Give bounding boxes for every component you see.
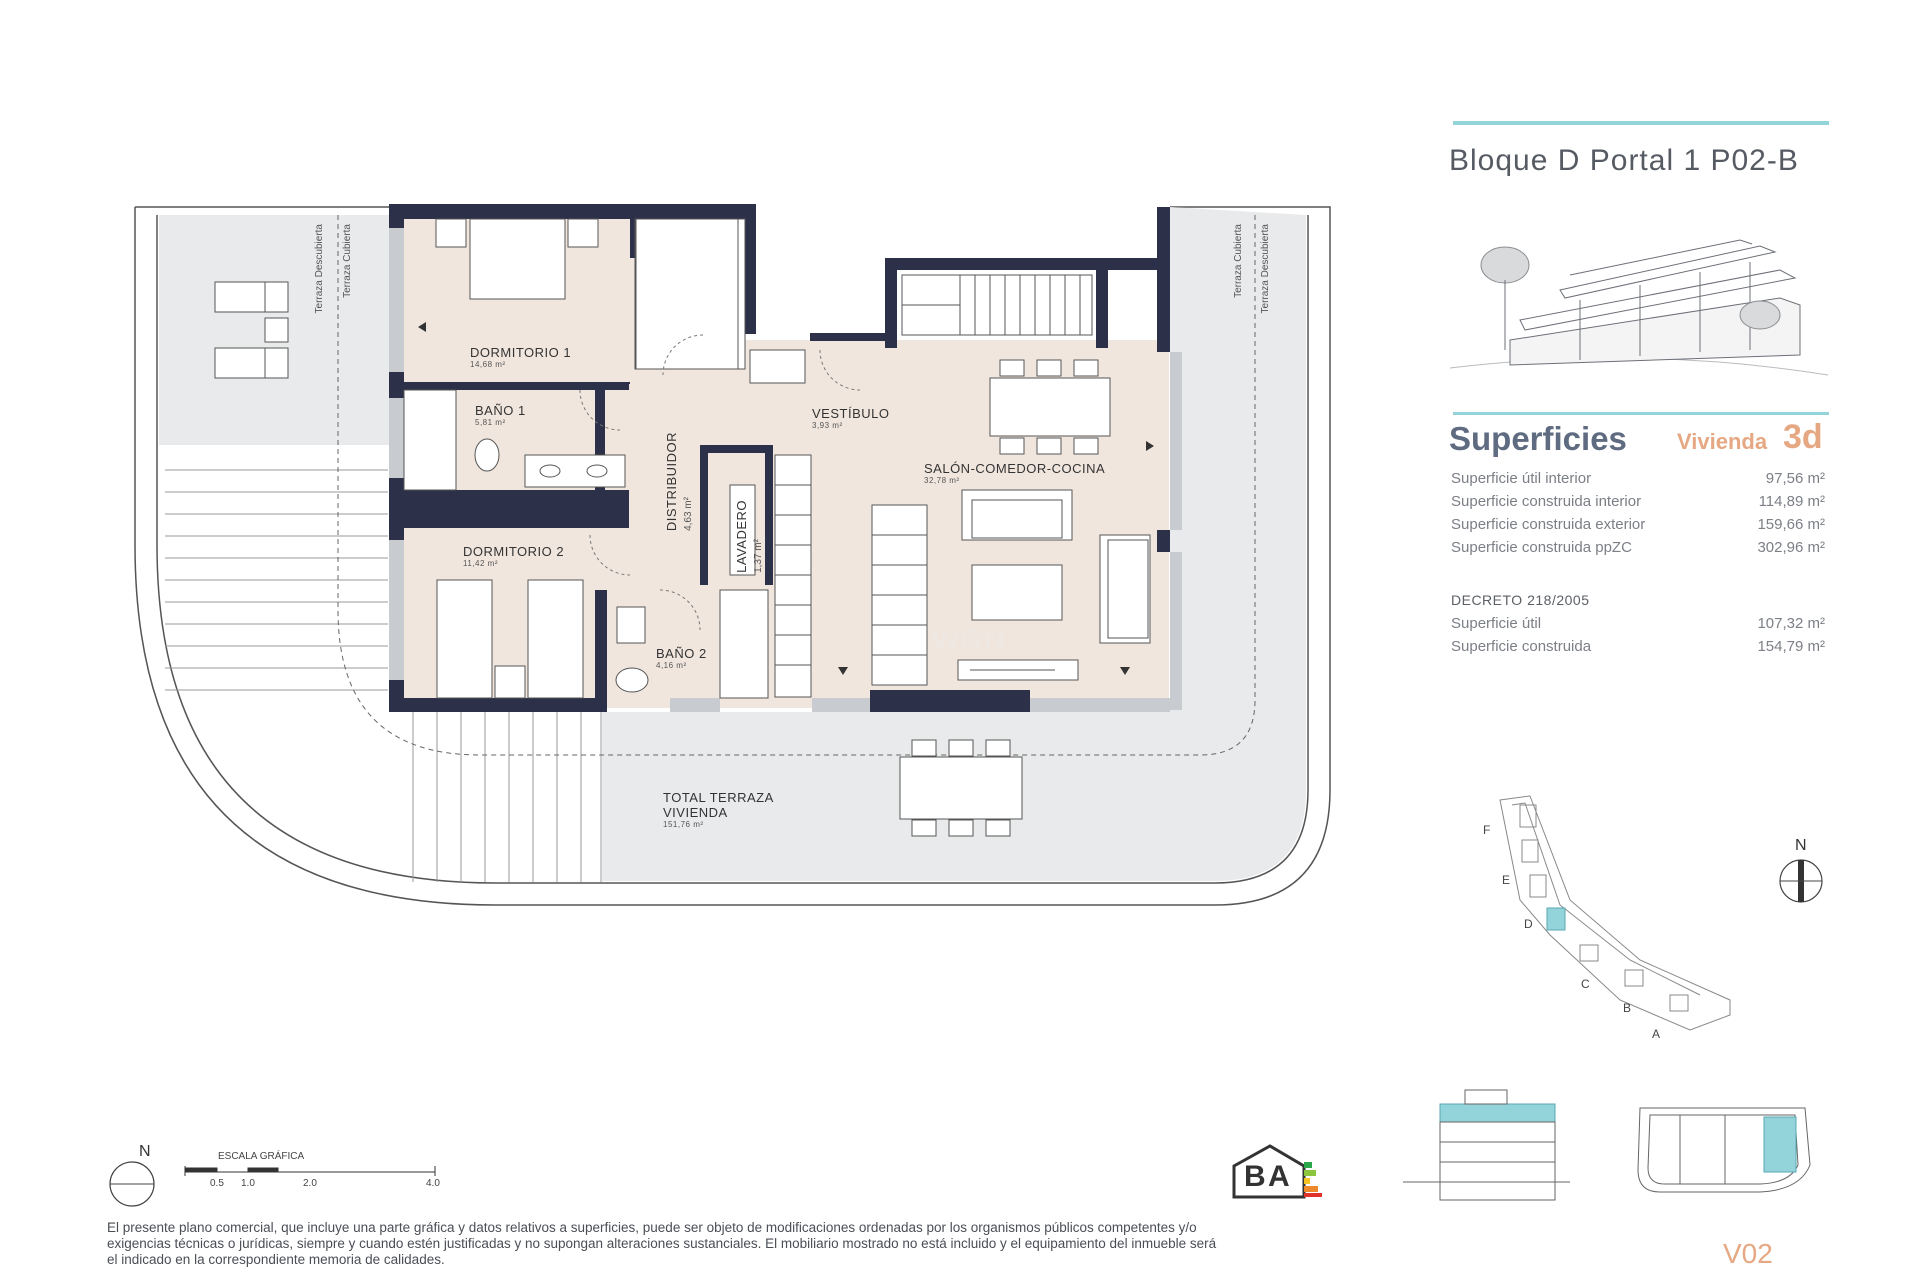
surface-label: Superficie construida interior [1451, 493, 1642, 510]
compass-n-label: N [139, 1143, 151, 1160]
furniture [403, 218, 1151, 837]
terrace-label-left-1: Terraza Descubierta [314, 224, 325, 314]
building-sketch [1449, 239, 1829, 376]
door-swings [579, 334, 861, 631]
energy-rating-icon [1232, 1144, 1322, 1199]
scale-bar [184, 1166, 436, 1176]
scale-tick: 1.0 [241, 1178, 255, 1189]
vivienda-label: Vivienda [1677, 429, 1768, 454]
surface-value: 159,66 m² [1757, 516, 1825, 533]
scale-tick: 4.0 [426, 1178, 440, 1189]
compass-bottom-left [109, 1161, 155, 1207]
room-label-salon: SALÓN-COMEDOR-COCINA 32,78 m² [924, 461, 1106, 485]
energy-rating-2: A [1268, 1160, 1290, 1193]
scale-tick: 2.0 [303, 1178, 317, 1189]
compass-right [1779, 859, 1823, 903]
sheet-code: V02 [1723, 1238, 1773, 1269]
scale-label: ESCALA GRÁFICA [218, 1151, 305, 1162]
vivienda-number: 3d [1783, 418, 1823, 456]
superficies-rule [1453, 412, 1829, 415]
location-map [1499, 795, 1731, 1031]
room-label-lavadero: LAVADERO 1,37 m² [734, 500, 765, 573]
map-letter-f: F [1483, 823, 1491, 837]
surface-label: Superficie útil [1451, 615, 1542, 632]
map-letter-a: A [1652, 1027, 1661, 1041]
direction-arrows [418, 322, 1154, 675]
room-label-bano-2: BAÑO 2 4,16 m² [656, 646, 707, 670]
map-letter-c: C [1581, 977, 1590, 991]
superficies-title: Superficies [1449, 420, 1627, 457]
top-accent-rule [1453, 121, 1829, 125]
room-label-terraza-total: TOTAL TERRAZA VIVIENDA 151,76 m² [663, 790, 774, 829]
surface-row: Superficie útil interior 97,56 m² [1451, 470, 1825, 487]
scale-tick: 0.5 [210, 1178, 224, 1189]
windows [389, 228, 1182, 712]
disclaimer: El presente plano comercial, que incluye… [107, 1220, 1217, 1267]
section-diagram [1403, 1089, 1570, 1201]
map-letter-e: E [1502, 873, 1511, 887]
surface-label: Superficie construida exterior [1451, 516, 1646, 533]
terrace-label-right-1: Terraza Cubierta [1233, 224, 1244, 298]
surface-value: 107,32 m² [1757, 615, 1825, 632]
terrace-floor-bottom [602, 207, 1306, 881]
terrace-label-right-2: Terraza Descubierta [1260, 224, 1271, 314]
stairs [901, 274, 1093, 336]
compass-n-label-right: N [1795, 837, 1807, 854]
floor-key-plan [1637, 1107, 1811, 1193]
map-letter-d: D [1524, 917, 1533, 931]
watermark: WGN [932, 624, 1007, 655]
surface-value: 97,56 m² [1765, 470, 1825, 487]
surface-value: 302,96 m² [1757, 539, 1825, 556]
surface-value: 114,89 m² [1758, 493, 1825, 510]
energy-rating-1: B [1244, 1160, 1266, 1193]
room-label-dormitorio-2: DORMITORIO 2 11,42 m² [463, 544, 565, 568]
room-label-bano-1: BAÑO 1 5,81 m² [475, 403, 526, 427]
page-title: Bloque D Portal 1 P02-B [1449, 144, 1799, 177]
room-label-vestibulo: VESTÍBULO 3,93 m² [812, 406, 890, 430]
terrace-label-left-2: Terraza Cubierta [342, 224, 353, 298]
surface-label: Superficie construida [1451, 638, 1592, 655]
surface-row: Superficie construida exterior 159,66 m² [1451, 516, 1825, 533]
room-label-distribuidor: DISTRIBUIDOR 4,63 m² [664, 432, 695, 532]
map-letter-b: B [1623, 1001, 1632, 1015]
decreto-title: DECRETO 218/2005 [1451, 592, 1590, 608]
sun-loungers [214, 281, 289, 379]
surface-row: Superficie construida interior 114,89 m² [1451, 493, 1825, 510]
decreto-row: Superficie útil 107,32 m² [1451, 615, 1825, 632]
decreto-row: Superficie construida 154,79 m² [1451, 638, 1825, 655]
terrace-slats [165, 469, 602, 882]
cover-dashed-lines [337, 215, 1256, 756]
surface-label: Superficie útil interior [1451, 470, 1592, 487]
terrace-outline [134, 206, 1331, 906]
surface-value: 154,79 m² [1757, 638, 1825, 655]
room-label-dormitorio-1: DORMITORIO 1 14,68 m² [470, 345, 572, 369]
surface-row: Superficie construida ppZC 302,96 m² [1451, 539, 1825, 556]
surface-label: Superficie construida ppZC [1451, 539, 1632, 556]
